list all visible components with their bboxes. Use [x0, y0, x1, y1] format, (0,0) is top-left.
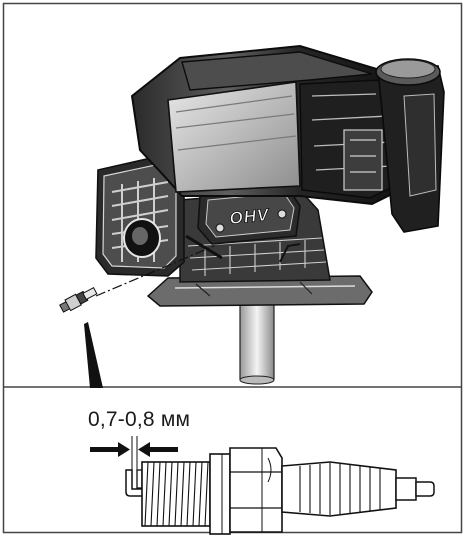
spark-plug-small — [59, 286, 98, 313]
plug-terminal — [395, 477, 417, 501]
gap-measurement-label: 0,7-0,8 мм — [88, 408, 191, 431]
gap-arrow-right — [138, 442, 178, 457]
fuel-cap — [375, 58, 445, 233]
plug-washer — [209, 453, 231, 535]
plug-hex — [229, 447, 283, 533]
recoil-starter — [95, 155, 223, 277]
engine-base — [146, 275, 373, 307]
detail-callout-wedge — [84, 322, 103, 388]
gap-arrow-left — [90, 442, 130, 457]
ground-electrode — [125, 469, 144, 497]
plug-leader-line — [95, 245, 215, 297]
crankshaft — [239, 299, 275, 383]
spark-plug-detail — [90, 436, 435, 535]
engine-badge: OHV — [229, 205, 271, 228]
engine-illustration — [95, 44, 445, 385]
plug-insulator — [281, 461, 397, 517]
